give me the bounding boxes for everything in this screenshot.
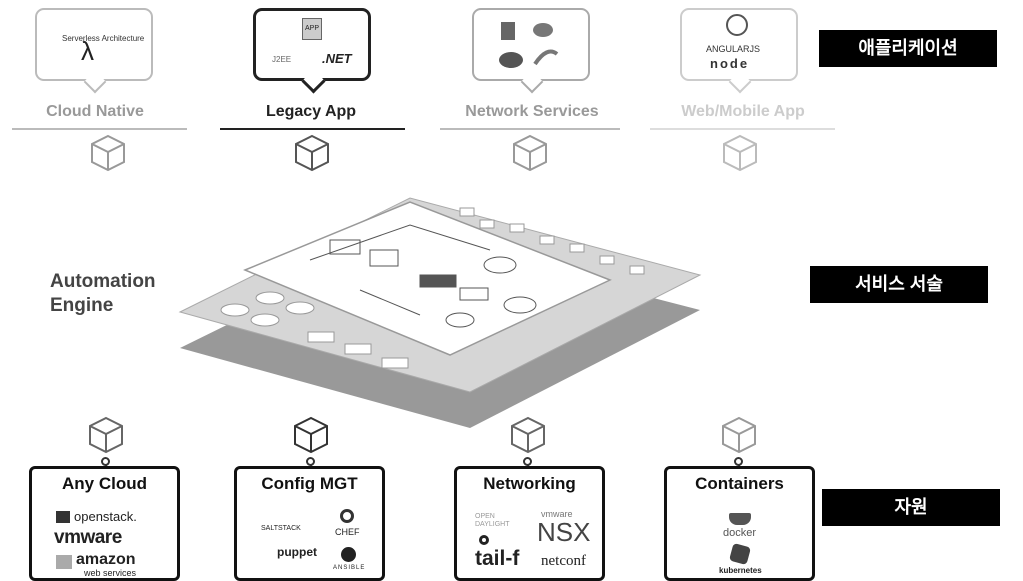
openstack-logo: openstack.: [74, 509, 137, 524]
resource-box-config-mgt: Config MGT SALTSTACK CHEF puppet ANSIBLE: [234, 466, 385, 581]
tag-resource: 자원: [822, 489, 1000, 526]
swirl-icon: [479, 535, 489, 545]
vmware-logo: vmware: [54, 527, 122, 548]
app-label-network-services: Network Services: [465, 103, 599, 120]
automation-engine-line1: Automation: [50, 271, 156, 292]
tag-application: 애플리케이션: [819, 30, 997, 67]
openstack-icon: [56, 511, 70, 523]
cube-icon: [511, 416, 545, 454]
cloud-native-underline: [12, 128, 187, 130]
cloud-native-bubble: [35, 8, 153, 81]
nsx-logo: NSX: [537, 517, 591, 547]
chef-icon: [340, 509, 354, 523]
web-mobile-app-underline: [650, 128, 835, 130]
docker-icon: [729, 513, 751, 525]
app-label-web-mobile-app: Web/Mobile App: [681, 103, 805, 120]
cube-icon: [295, 134, 329, 172]
tail-f-logo: tail-f: [475, 547, 520, 570]
automation-engine-layers: [178, 197, 702, 428]
resource-box-networking: Networking OPEN DAYLIGHT vmware NSX tail…: [454, 466, 605, 581]
dotnet-logo: .NET: [322, 51, 352, 66]
resource-box-containers: Containers docker kubernetes: [664, 466, 815, 581]
cube-icon: [91, 134, 125, 172]
network-device-icons: [499, 22, 559, 68]
resource-title: Networking: [483, 474, 576, 493]
automation-engine-label: Automation Engine: [50, 270, 156, 318]
legacy-app-underline: [220, 128, 405, 130]
app-label-legacy-app: Legacy App: [265, 103, 357, 120]
amazon-logo: amazon: [76, 551, 136, 568]
web-mobile-app-bubble: [680, 8, 798, 81]
globe-icon: [726, 14, 748, 36]
chef-logo: CHEF: [335, 527, 360, 537]
opendaylight-logo: OPEN DAYLIGHT: [475, 513, 510, 528]
netconf-logo: netconf: [541, 553, 586, 569]
lambda-icon: λ: [81, 36, 94, 66]
kubernetes-icon: [728, 542, 752, 566]
cube-icon: [89, 416, 123, 454]
cube-icon: [722, 416, 756, 454]
resource-title: Containers: [695, 474, 784, 493]
serverless-architecture-logo: Serverless Architecture: [62, 34, 145, 43]
ansible-icon: [341, 547, 356, 562]
app-icon: APP: [302, 18, 322, 40]
saltstack-logo: SALTSTACK: [261, 525, 301, 532]
aws-icon: [56, 555, 72, 569]
kubernetes-logo: kubernetes: [719, 566, 762, 575]
cube-icon: [513, 134, 547, 172]
resource-title: Config MGT: [261, 474, 358, 493]
app-label-cloud-native: Cloud Native: [46, 103, 144, 120]
web-services-logo: web services: [84, 568, 137, 578]
automation-engine-line2: Engine: [50, 295, 114, 316]
resource-title: Any Cloud: [62, 474, 147, 493]
network-services-underline: [440, 128, 620, 130]
nodejs-logo: node: [710, 56, 750, 71]
cube-icon: [294, 416, 328, 454]
angularjs-logo: ANGULARJS: [706, 44, 761, 54]
docker-logo: docker: [723, 527, 757, 539]
j2ee-logo: J2EE: [272, 55, 292, 64]
puppet-logo: puppet: [277, 545, 317, 559]
vmware-small-logo: vmware: [541, 509, 573, 519]
cube-icon: [723, 134, 757, 172]
tag-service-description: 서비스 서술: [810, 266, 988, 303]
resource-box-any-cloud: Any Cloud openstack. vmware amazon web s…: [29, 466, 180, 581]
ansible-logo: ANSIBLE: [333, 565, 366, 571]
